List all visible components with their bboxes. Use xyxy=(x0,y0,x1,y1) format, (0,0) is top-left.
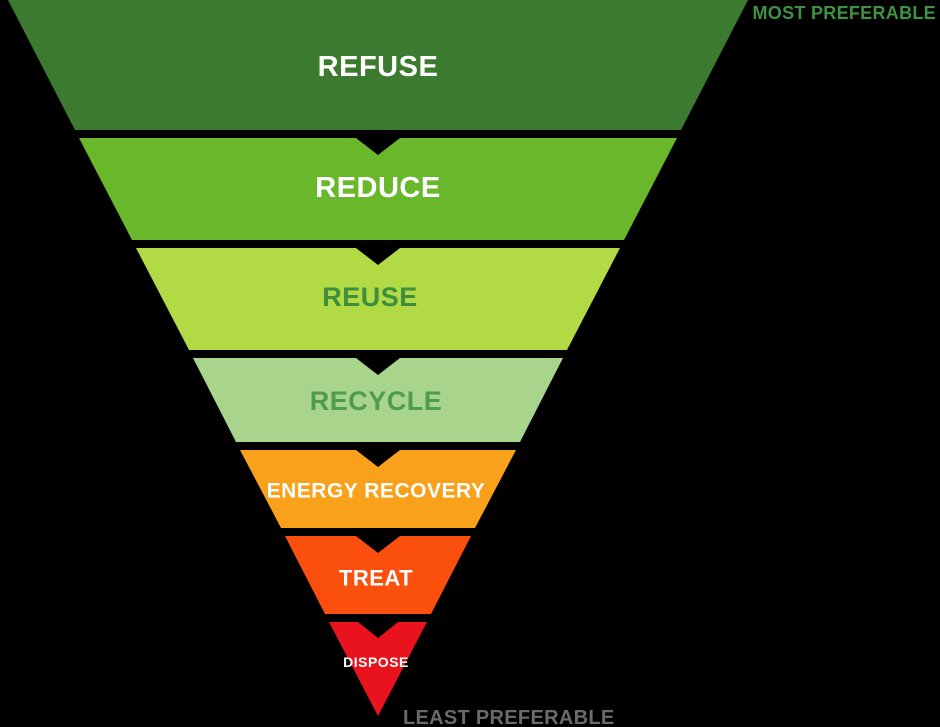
dispose-label: DISPOSE xyxy=(343,654,409,670)
band-energy-recovery xyxy=(240,450,516,528)
band-refuse xyxy=(8,0,748,130)
band-reduce xyxy=(79,138,677,240)
recycle-label: RECYCLE xyxy=(310,386,443,416)
reuse-label: REUSE xyxy=(322,282,418,312)
band-dispose xyxy=(329,622,427,716)
band-recycle xyxy=(193,358,563,442)
refuse-label: REFUSE xyxy=(318,51,439,83)
most-preferable-label: MOST PREFERABLE xyxy=(752,3,936,23)
band-reuse xyxy=(136,248,620,350)
treat-label: TREAT xyxy=(339,566,413,591)
energy-recovery-label: ENERGY RECOVERY xyxy=(267,480,486,503)
band-treat xyxy=(285,536,471,614)
reduce-label: REDUCE xyxy=(315,172,440,204)
least-preferable-label: LEAST PREFERABLE xyxy=(403,707,614,727)
